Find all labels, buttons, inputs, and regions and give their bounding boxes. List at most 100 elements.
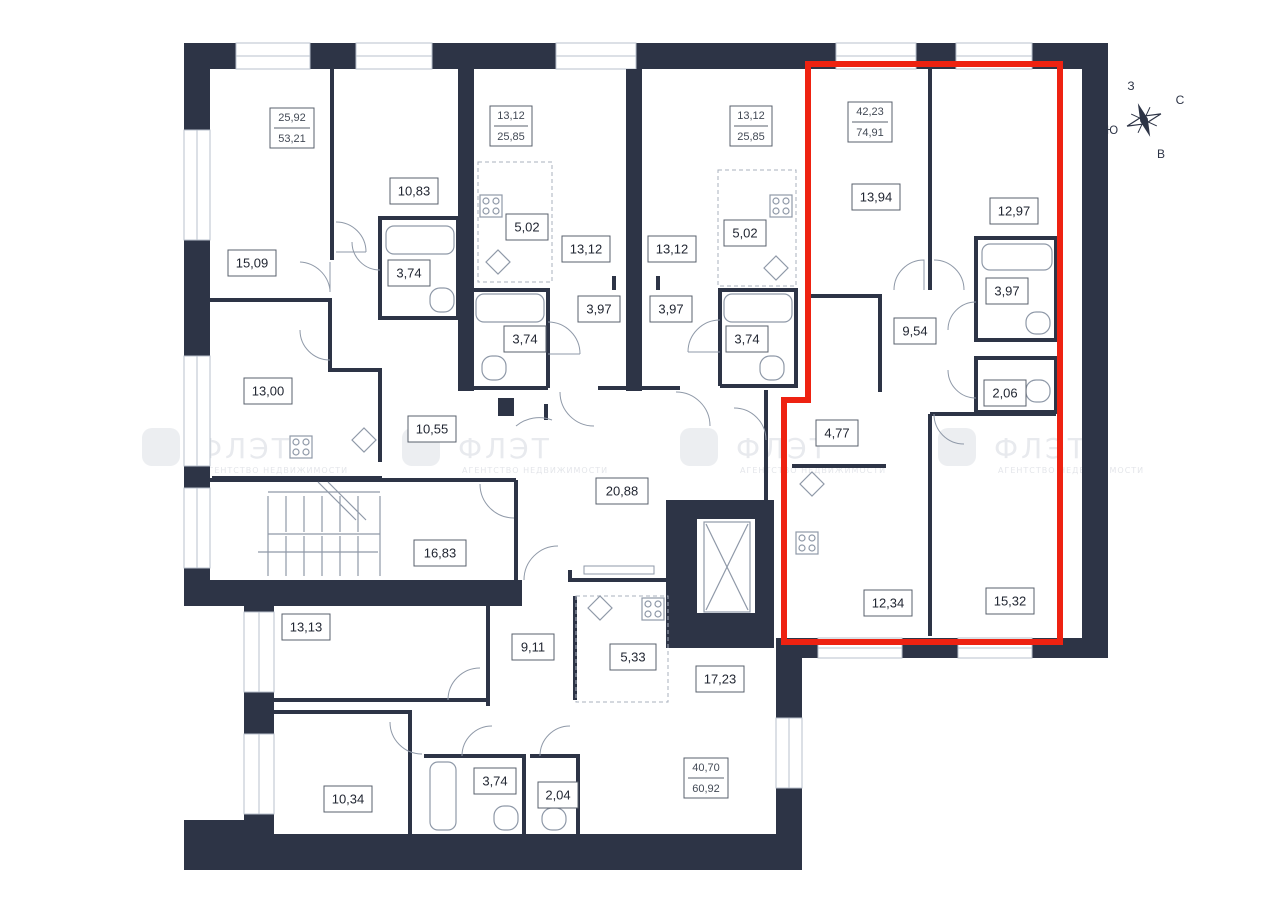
total-area: 74,91: [856, 127, 884, 139]
room-area: 10,55: [416, 422, 449, 437]
room-area: 20,88: [606, 484, 639, 499]
room-label: 15,32: [985, 587, 1035, 615]
room-label: 3,74: [725, 325, 769, 353]
room-area: 3,74: [512, 332, 537, 347]
room-label: 10,83: [389, 177, 439, 205]
compass-east: В: [1157, 147, 1165, 161]
compass-icon: [1126, 103, 1162, 137]
watermark-subtitle: АГЕНТСТВО НЕДВИЖИМОСТИ: [462, 466, 608, 475]
sink-icon: [351, 427, 377, 453]
room-label: 3,74: [503, 325, 547, 353]
room-label: 10,34: [323, 785, 373, 813]
room-area: 3,97: [994, 284, 1019, 299]
room-area: 12,97: [998, 204, 1031, 219]
stove-icon: [641, 597, 665, 621]
living-area: 13,12: [497, 110, 525, 122]
room-label: 20,88: [595, 477, 649, 505]
sink-icon: [587, 595, 613, 621]
apartment-area-label: 25,92 53,21: [269, 107, 315, 149]
apartment-labels: 25,92 53,21 13,12 25,85 13,12 25,85 42,2…: [269, 101, 893, 799]
compass-north: С: [1176, 93, 1185, 107]
room-area: 15,32: [994, 594, 1027, 609]
apartment-area-label: 40,70 60,92: [683, 757, 729, 799]
room-label: 5,02: [723, 219, 767, 247]
room-label: 3,97: [985, 277, 1029, 305]
room-area: 13,12: [656, 242, 689, 257]
room-label: 3,74: [473, 767, 517, 795]
room-label: 5,02: [505, 213, 549, 241]
stove-icon: [795, 531, 819, 555]
room-area: 10,34: [332, 792, 365, 807]
watermark-subtitle: АГЕНТСТВО НЕДВИЖИМОСТИ: [998, 466, 1144, 475]
room-area: 9,11: [521, 640, 545, 655]
room-area: 13,12: [570, 242, 603, 257]
room-area: 2,06: [992, 386, 1017, 401]
stove-icon: [289, 435, 313, 459]
room-area: 5,33: [620, 650, 645, 665]
room-area: 5,02: [732, 226, 757, 241]
room-area: 13,00: [252, 384, 285, 399]
room-area: 13,13: [290, 620, 323, 635]
room-area: 13,94: [860, 190, 893, 205]
room-area: 17,23: [704, 672, 737, 687]
sink-icon: [763, 255, 789, 281]
stove-icon: [769, 194, 793, 218]
room-labels: 15,09 10,83 3,74 13,00 10,55 5,02 13,12 …: [227, 177, 1039, 813]
room-label: 13,12: [561, 235, 611, 263]
room-area: 15,09: [236, 256, 269, 271]
watermark-brand: ФЛЭТ: [198, 432, 292, 465]
room-label: 9,11: [511, 633, 555, 661]
windows: [183, 42, 1033, 815]
room-label: 4,77: [815, 419, 859, 447]
apartment-area-label: 42,23 74,91: [847, 101, 893, 143]
room-label: 15,09: [227, 249, 277, 277]
watermark: ФЛЭТ АГЕНТСТВО НЕДВИЖИМОСТИ ФЛЭТ АГЕНТСТ…: [142, 428, 1144, 475]
apartment-area-label: 13,12 25,85: [489, 105, 533, 147]
total-area: 53,21: [278, 133, 306, 145]
room-area: 10,83: [398, 184, 431, 199]
living-area: 25,92: [278, 112, 306, 124]
room-area: 3,74: [396, 266, 421, 281]
total-area: 60,92: [692, 783, 720, 795]
apartment-area-label: 13,12 25,85: [729, 105, 773, 147]
room-label: 17,23: [695, 665, 745, 693]
kitchen-zones: [477, 161, 797, 703]
selected-apartment-outline: [781, 61, 1063, 645]
room-label: 2,06: [983, 379, 1027, 407]
room-label: 3,97: [649, 295, 693, 323]
room-label: 13,13: [281, 613, 331, 641]
watermark-tile: ФЛЭТ АГЕНТСТВО НЕДВИЖИМОСТИ: [938, 428, 1144, 475]
room-label: 3,97: [577, 295, 621, 323]
compass-west: З: [1127, 79, 1134, 93]
total-area: 25,85: [497, 131, 525, 143]
watermark-subtitle: АГЕНТСТВО НЕДВИЖИМОСТИ: [202, 466, 348, 475]
living-area: 40,70: [692, 762, 720, 774]
room-label: 3,74: [387, 259, 431, 287]
interior-walls: [210, 69, 1058, 834]
bathroom-fixtures: [385, 225, 1053, 831]
room-area: 12,34: [872, 596, 905, 611]
room-area: 4,77: [824, 426, 849, 441]
watermark-brand: ФЛЭТ: [994, 432, 1088, 465]
room-area: 9,54: [902, 324, 927, 339]
room-label: 16,83: [413, 539, 467, 567]
room-area: 3,74: [482, 774, 507, 789]
watermark-tile: ФЛЭТ АГЕНТСТВО НЕДВИЖИМОСТИ: [142, 428, 348, 475]
room-label: 9,54: [893, 317, 937, 345]
room-label: 12,34: [863, 589, 913, 617]
room-label: 5,33: [609, 643, 657, 671]
room-area: 3,74: [734, 332, 759, 347]
doors: [299, 221, 977, 757]
room-label: 13,00: [243, 377, 293, 405]
room-area: 5,02: [514, 220, 539, 235]
room-area: 3,97: [586, 302, 611, 317]
watermark-subtitle: АГЕНТСТВО НЕДВИЖИМОСТИ: [740, 466, 886, 475]
stoves: [289, 194, 825, 621]
room-area: 16,83: [424, 546, 457, 561]
compass-rose: З С Ю В: [1106, 79, 1185, 161]
sink-icon: [485, 249, 511, 275]
room-label: 13,94: [851, 183, 901, 211]
watermark-brand: ФЛЭТ: [458, 432, 552, 465]
